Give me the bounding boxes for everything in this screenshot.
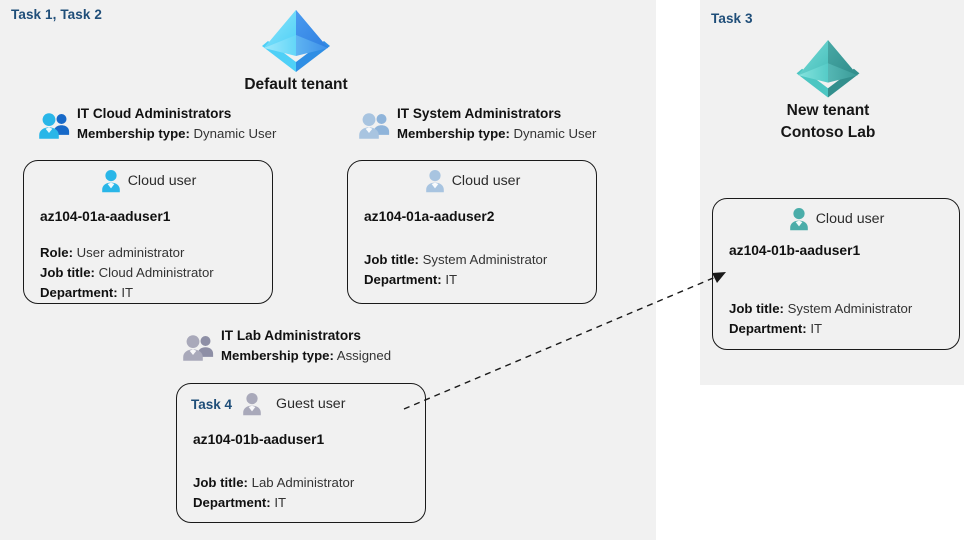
attr-value: System Administrator <box>787 301 913 316</box>
cloud-user-icon <box>789 208 808 231</box>
user-card-aaduser1: Cloud user az104-01a-aaduser1 Role: User… <box>23 160 273 304</box>
card-username: az104-01b-aaduser1 <box>729 243 861 258</box>
attr-label: Role: <box>40 245 73 260</box>
task-label-3: Task 3 <box>711 11 753 26</box>
group-name: IT Cloud Administrators <box>77 106 232 121</box>
card-user-type: Cloud user <box>451 173 521 189</box>
group-membership-label: Membership type: <box>221 348 334 364</box>
card-attributes: Job title: System Administrator Departme… <box>729 299 912 339</box>
card-header: Cloud user <box>348 169 596 193</box>
group-users-icon <box>39 113 70 139</box>
group-name: IT System Administrators <box>397 106 562 121</box>
attr-job-title: Job title: Cloud Administrator <box>40 263 214 283</box>
user-card-aaduser2: Cloud user az104-01a-aaduser2 Job title:… <box>347 160 597 304</box>
cloud-user-icon <box>425 170 444 193</box>
default-tenant-block: Default tenant <box>232 2 360 96</box>
attr-value: User administrator <box>76 245 185 260</box>
attr-value: Cloud Administrator <box>98 264 214 280</box>
new-tenant-block: New tenant Contoso Lab <box>762 32 894 144</box>
azure-ad-tenant-icon <box>262 10 330 72</box>
card-header: Cloud user <box>713 207 959 231</box>
attr-value: IT <box>121 284 134 300</box>
attr-label: Job title: <box>40 264 95 280</box>
attr-label: Job title: <box>193 475 248 490</box>
card-username: az104-01a-aaduser2 <box>364 209 495 224</box>
user-card-guest-aaduser1: Task 4 Guest user az104-01b-aaduser1 Job… <box>176 383 426 523</box>
attr-label: Job title: <box>364 252 419 267</box>
card-user-type: Cloud user <box>127 173 197 189</box>
attr-department: Department: IT <box>364 270 547 290</box>
group-membership-value: Dynamic User <box>513 126 597 142</box>
card-user-type: Cloud user <box>815 211 885 227</box>
card-header: Task 4 Guest user <box>177 392 425 416</box>
group-cloud-administrators: IT Cloud Administrators Membership type:… <box>37 104 276 144</box>
attr-job-title: Job title: System Administrator <box>729 299 912 319</box>
default-tenant-name: Default tenant <box>244 76 348 93</box>
attr-value: System Administrator <box>422 252 548 267</box>
attr-value: Lab Administrator <box>251 475 355 490</box>
attr-job-title: Job title: System Administrator <box>364 250 547 270</box>
attr-role: Role: User administrator <box>40 243 214 263</box>
group-membership-label: Membership type: <box>77 126 190 142</box>
attr-job-title: Job title: Lab Administrator <box>193 473 354 493</box>
attr-label: Department: <box>193 494 271 510</box>
group-system-administrators: IT System Administrators Membership type… <box>357 104 596 144</box>
task-label-4: Task 4 <box>191 396 233 412</box>
card-attributes: Role: User administrator Job title: Clou… <box>40 243 214 302</box>
default-tenant-panel <box>0 0 656 540</box>
group-membership-value: Dynamic User <box>193 126 277 142</box>
group-membership-type: Membership type: Dynamic User <box>77 124 276 144</box>
attr-department: Department: IT <box>729 319 912 339</box>
group-users-icon <box>359 113 390 139</box>
guest-user-icon <box>243 393 261 416</box>
group-lab-administrators: IT Lab Administrators Membership type: A… <box>181 326 391 366</box>
card-header: Cloud user <box>24 169 272 193</box>
attr-label: Department: <box>729 320 807 336</box>
new-tenant-name-line1: New tenant <box>786 102 870 119</box>
card-username: az104-01b-aaduser1 <box>193 432 325 447</box>
attr-label: Job title: <box>729 301 784 316</box>
cloud-user-icon <box>101 170 120 193</box>
group-membership-type: Membership type: Assigned <box>221 346 391 366</box>
group-users-icon <box>183 335 214 361</box>
attr-value: IT <box>445 271 458 287</box>
card-attributes: Job title: Lab Administrator Department:… <box>193 473 354 513</box>
group-membership-value: Assigned <box>336 348 392 364</box>
card-username: az104-01a-aaduser1 <box>40 209 171 224</box>
attr-label: Department: <box>364 271 442 287</box>
attr-value: IT <box>274 494 287 510</box>
user-card-new-tenant-aaduser1: Cloud user az104-01b-aaduser1 Job title:… <box>712 198 960 350</box>
group-name: IT Lab Administrators <box>221 328 361 343</box>
card-user-type: Guest user <box>276 396 346 412</box>
task-label-1-2: Task 1, Task 2 <box>11 7 102 22</box>
attr-department: Department: IT <box>40 283 214 303</box>
new-tenant-name-line2: Contoso Lab <box>780 124 876 141</box>
group-membership-label: Membership type: <box>397 126 510 142</box>
attr-value: IT <box>810 320 823 336</box>
group-membership-type: Membership type: Dynamic User <box>397 124 596 144</box>
card-attributes: Job title: System Administrator Departme… <box>364 250 547 290</box>
attr-department: Department: IT <box>193 493 354 513</box>
attr-label: Department: <box>40 284 118 300</box>
azure-ad-tenant-icon <box>796 40 860 98</box>
